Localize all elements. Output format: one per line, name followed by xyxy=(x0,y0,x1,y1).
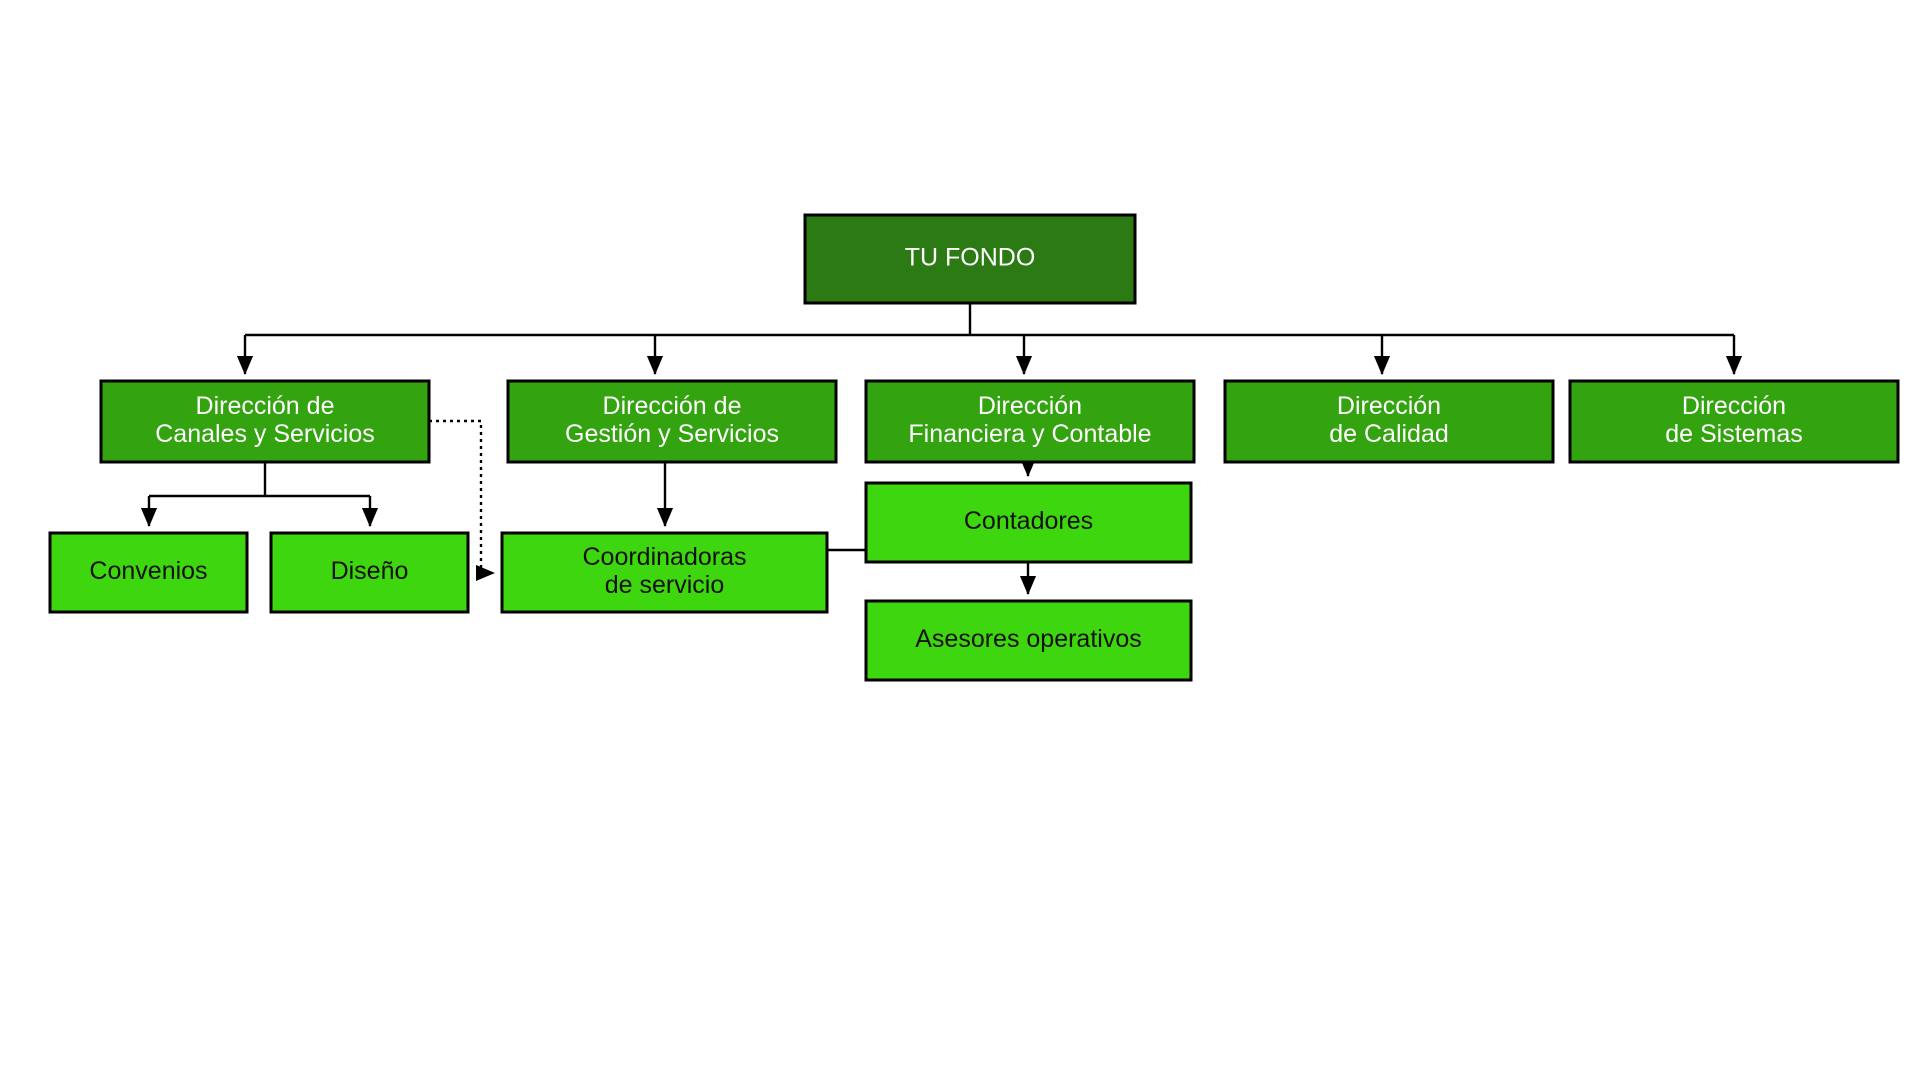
node-diseno[interactable]: Diseño xyxy=(269,531,470,614)
connector-canales-to-coordinadoras-dotted xyxy=(429,419,495,582)
node-box-direccion-de-sistemas[interactable] xyxy=(1568,379,1900,464)
node-box-asesores-operativos[interactable] xyxy=(864,599,1193,682)
connector-layer xyxy=(140,303,1743,595)
node-label-direccion-de-sistemas: Dirección xyxy=(1682,392,1786,420)
node-box-convenios[interactable] xyxy=(48,531,249,614)
node-label-tu-fondo: TU FONDO xyxy=(905,244,1036,272)
node-label-direccion-canales-y-servicios: Canales y Servicios xyxy=(155,420,375,448)
node-box-tu-fondo[interactable] xyxy=(803,213,1137,305)
node-label-convenios: Convenios xyxy=(89,557,207,585)
node-tu-fondo[interactable]: TU FONDO xyxy=(803,213,1137,305)
node-label-direccion-de-sistemas: de Sistemas xyxy=(1665,420,1803,448)
node-box-direccion-de-calidad[interactable] xyxy=(1223,379,1555,464)
node-label-contadores: Contadores xyxy=(964,507,1093,535)
node-asesores-operativos[interactable]: Asesores operativos xyxy=(864,599,1193,682)
node-box-direccion-financiera-y-contable[interactable] xyxy=(864,379,1196,464)
node-contadores[interactable]: Contadores xyxy=(864,481,1193,564)
node-label-asesores-operativos: Asesores operativos xyxy=(915,625,1142,653)
node-box-direccion-gestion-y-servicios[interactable] xyxy=(506,379,838,464)
node-label-direccion-financiera-y-contable: Dirección xyxy=(978,392,1082,420)
node-box-diseno[interactable] xyxy=(269,531,470,614)
node-box-direccion-canales-y-servicios[interactable] xyxy=(99,379,431,464)
node-box-contadores[interactable] xyxy=(864,481,1193,564)
node-label-direccion-de-calidad: de Calidad xyxy=(1329,420,1449,448)
node-box-coordinadoras-de-servicio[interactable] xyxy=(500,531,829,614)
node-label-direccion-gestion-y-servicios: Dirección de xyxy=(603,392,742,420)
node-label-diseno: Diseño xyxy=(331,557,409,585)
node-label-coordinadoras-de-servicio: Coordinadoras xyxy=(583,543,747,571)
node-label-direccion-gestion-y-servicios: Gestión y Servicios xyxy=(565,420,779,448)
node-label-direccion-de-calidad: Dirección xyxy=(1337,392,1441,420)
node-convenios[interactable]: Convenios xyxy=(48,531,249,614)
node-label-coordinadoras-de-servicio: de servicio xyxy=(605,571,725,599)
node-label-direccion-canales-y-servicios: Dirección de xyxy=(196,392,335,420)
node-label-direccion-financiera-y-contable: Financiera y Contable xyxy=(908,420,1151,448)
